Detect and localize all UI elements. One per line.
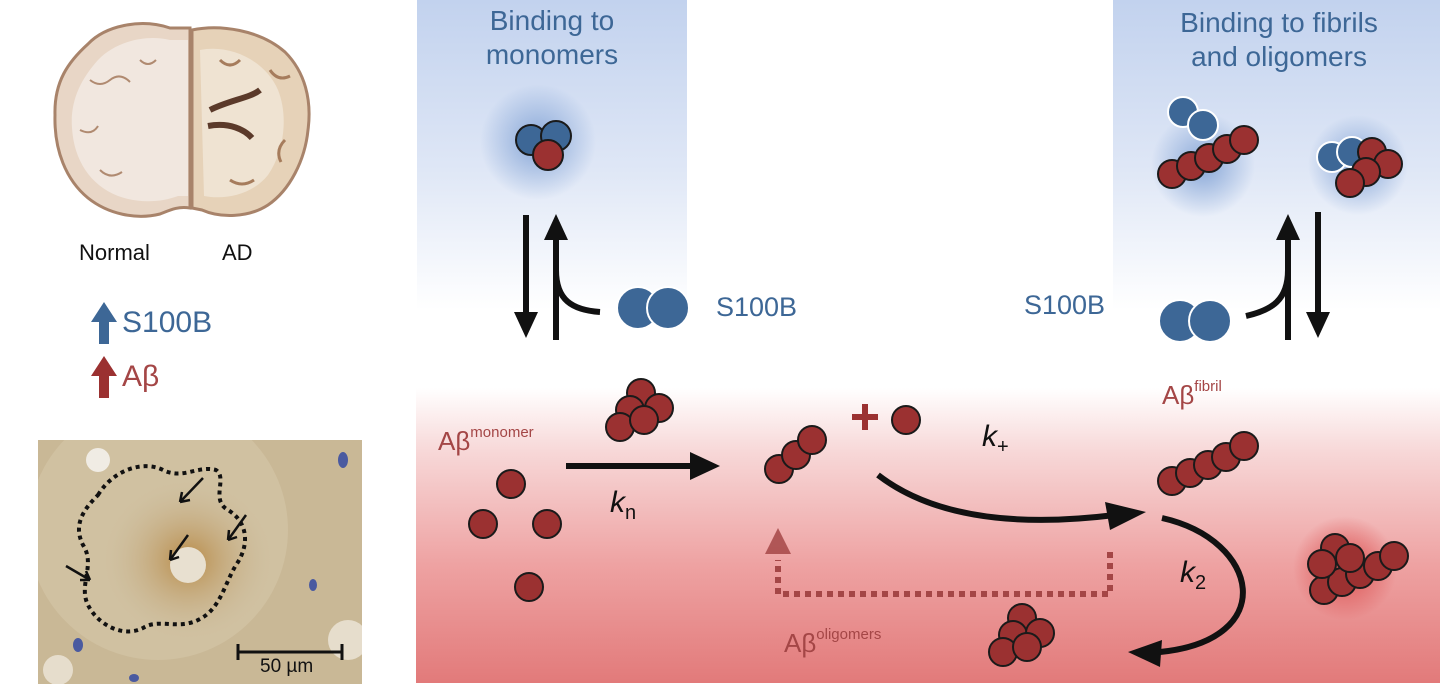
s100b-label-right: S100B <box>1024 290 1106 320</box>
oligomer-with-s100b <box>1316 136 1403 198</box>
scale-bar-label: 50 µm <box>260 656 314 677</box>
up-arrow-icon <box>91 356 117 398</box>
title-line: Binding to fibrils <box>1180 7 1378 38</box>
s100b-label-left: S100B <box>716 292 798 322</box>
k-subscript: + <box>997 436 1009 458</box>
micrograph-image <box>38 440 362 684</box>
k-symbol: k <box>1180 556 1195 589</box>
title-line: monomers <box>485 39 619 70</box>
plus-icon <box>852 404 878 430</box>
legend-abeta-label: Aβ <box>122 360 160 393</box>
label-sup: monomer <box>470 424 534 441</box>
label-main: Aβ <box>438 426 471 456</box>
monomer-equilibrium-arrows <box>514 214 601 340</box>
monomer-binding-title: Binding to monomers <box>440 4 664 72</box>
title-line: Binding to <box>489 5 615 36</box>
brain-sections <box>53 22 311 218</box>
k-subscript: 2 <box>1195 572 1207 594</box>
normal-label: Normal <box>79 240 150 265</box>
feedback-arrow <box>775 552 1113 597</box>
s100b-dimer-left <box>616 286 690 330</box>
k-symbol: k <box>982 420 997 453</box>
abeta-nucleus <box>764 425 827 484</box>
abeta-tetramer <box>605 378 674 442</box>
aggregation-band <box>416 388 1440 683</box>
abeta-oligomers-label: Aβoligomers <box>784 626 882 659</box>
fibril-binding-title: Binding to fibrils and oligomers <box>1150 6 1408 74</box>
ad-brain-section <box>190 26 311 217</box>
normal-brain-section <box>53 22 192 218</box>
label-main: Aβ <box>1162 380 1195 410</box>
legend-s100b: S100B <box>90 300 212 346</box>
elongation-arrow <box>876 472 1116 523</box>
label-sup: fibril <box>1194 378 1222 395</box>
label-main: Aβ <box>784 628 817 658</box>
label-sup: oligomers <box>816 626 882 643</box>
k-subscript: n <box>625 502 637 524</box>
kplus-rate-label: k+ <box>982 420 1009 459</box>
legend-abeta: Aβ <box>90 354 159 400</box>
k2-rate-label: k2 <box>1180 556 1206 595</box>
abeta-monomers <box>468 469 562 602</box>
fibril-equilibrium-arrows <box>1245 212 1330 340</box>
plaque-micrograph: 50 µm <box>38 440 362 684</box>
abeta-oligomer <box>988 603 1055 667</box>
s100b-dimer-right <box>1158 299 1232 343</box>
kn-rate-label: kn <box>610 486 636 525</box>
abeta-fibril-label: Aβfibril <box>1162 378 1222 411</box>
abeta-monomer-label: Aβmonomer <box>438 424 534 457</box>
legend-s100b-label: S100B <box>122 306 213 339</box>
ad-label: AD <box>222 240 253 265</box>
s100b-abeta-complex <box>515 120 572 171</box>
secondary-nucleation-arrow <box>1159 515 1246 655</box>
fibril-with-oligomer <box>1307 533 1409 605</box>
k-symbol: k <box>610 486 625 519</box>
title-line: and oligomers <box>1191 41 1367 72</box>
up-arrow-icon <box>91 302 117 344</box>
arrow-markers <box>65 477 248 582</box>
fibril-with-s100b <box>1157 96 1259 189</box>
plaque-outline <box>77 464 248 634</box>
abeta-fibril <box>1157 431 1259 496</box>
